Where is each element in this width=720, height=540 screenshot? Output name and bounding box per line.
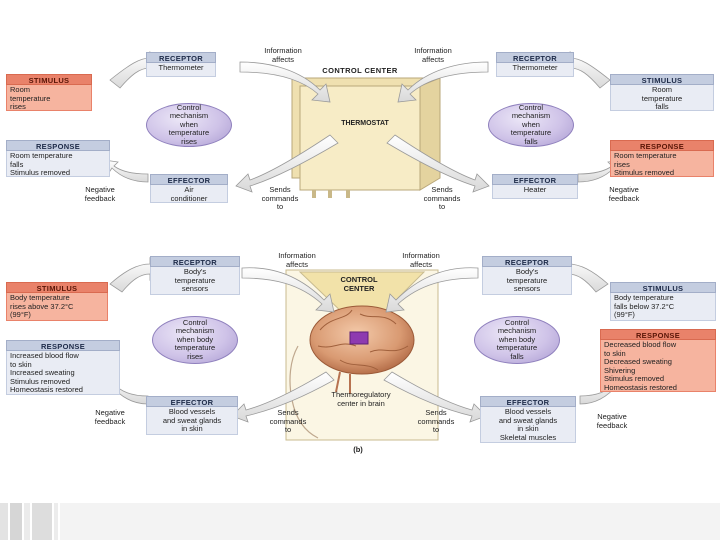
control-mechanism-oval-bottom-right: Control mechanism when body temperature … [474,316,560,364]
thermostat-label: THERMOSTAT [341,120,389,127]
stimulus-header-top-right: STIMULUS [610,74,714,85]
effector-header-top-right: EFFECTOR [492,174,578,185]
effector-body-top-right: Heater [492,185,578,199]
receptor-body-top-left: Thermometer [146,63,216,77]
effector-header-bottom-left: EFFECTOR [146,396,238,407]
response-header-bottom-left: RESPONSE [6,340,120,351]
stimulus-body-top-left: Room temperature rises [6,85,92,111]
response-body-bottom-left: Increased blood flow to skin Increased s… [6,351,120,395]
receptor-body-bottom-left: Body's temperature sensors [150,267,240,295]
response-header-top-left: RESPONSE [6,140,110,151]
control-mechanism-oval-top-right: Control mechanism when temperature falls [488,103,574,147]
control-center-title-bottom: CONTROL CENTER [340,275,378,293]
sends-commands-label-bottom-right: Sends commands to [417,408,455,434]
receptor-header-bottom-left: RECEPTOR [150,256,240,267]
info-affects-label-top-left: Information affects [264,46,302,64]
sends-commands-label-top-right: Sends commands to [423,185,461,211]
sends-commands-label-bottom-left: Sends commands to [269,408,307,434]
stimulus-header-bottom-left: STIMULUS [6,282,108,293]
effector-body-top-left: Air conditioner [150,185,228,203]
stimulus-header-bottom-right: STIMULUS [610,282,716,293]
stimulus-body-bottom-right: Body temperature falls below 37.2°C (99°… [610,293,716,321]
negative-feedback-label-bottom-right: Negative feedback [596,412,628,430]
stimulus-body-bottom-left: Body temperature rises above 37.2°C (99°… [6,293,108,321]
info-affects-label-top-right: Information affects [414,46,452,64]
brain-illustration [309,305,415,394]
stimulus-body-top-right: Room temperature falls [610,85,714,111]
receptor-header-top-right: RECEPTOR [496,52,574,63]
receptor-body-bottom-right: Body's temperature sensors [482,267,572,295]
response-body-top-right: Room temperature rises Stimulus removed [610,151,714,177]
effector-body-bottom-left: Blood vessels and sweat glands in skin [146,407,238,435]
response-header-bottom-right: RESPONSE [600,329,716,340]
info-affects-label-bottom-left: Information affects [278,251,316,269]
top-arrows [103,51,623,193]
info-affects-label-bottom-right: Information affects [402,251,440,269]
footer-stripes [0,503,720,540]
control-mechanism-oval-top-left: Control mechanism when temperature rises [146,103,232,147]
receptor-header-bottom-right: RECEPTOR [482,256,572,267]
sends-commands-label-top-left: Sends commands to [261,185,299,211]
effector-body-bottom-right: Blood vessels and sweat glands in skin S… [480,407,576,443]
stimulus-header-top-left: STIMULUS [6,74,92,85]
negative-feedback-label-top-right: Negative feedback [608,185,640,203]
effector-header-bottom-right: EFFECTOR [480,396,576,407]
effector-header-top-left: EFFECTOR [150,174,228,185]
negative-feedback-label-top-left: Negative feedback [84,185,116,203]
thermostat-box [291,77,441,198]
receptor-body-top-right: Thermometer [496,63,574,77]
receptor-header-top-left: RECEPTOR [146,52,216,63]
response-body-bottom-right: Decreased blood flow to skin Decreased s… [600,340,716,392]
response-header-top-right: RESPONSE [610,140,714,151]
panel-b-label: (b) [353,445,363,454]
control-mechanism-oval-bottom-left: Control mechanism when body temperature … [152,316,238,364]
control-center-title-top: CONTROL CENTER [322,66,398,75]
thermoregulatory-center-label: Thermoregulatory center in brain [331,390,391,408]
response-body-top-left: Room temperature falls Stimulus removed [6,151,110,177]
negative-feedback-label-bottom-left: Negative feedback [94,408,126,426]
